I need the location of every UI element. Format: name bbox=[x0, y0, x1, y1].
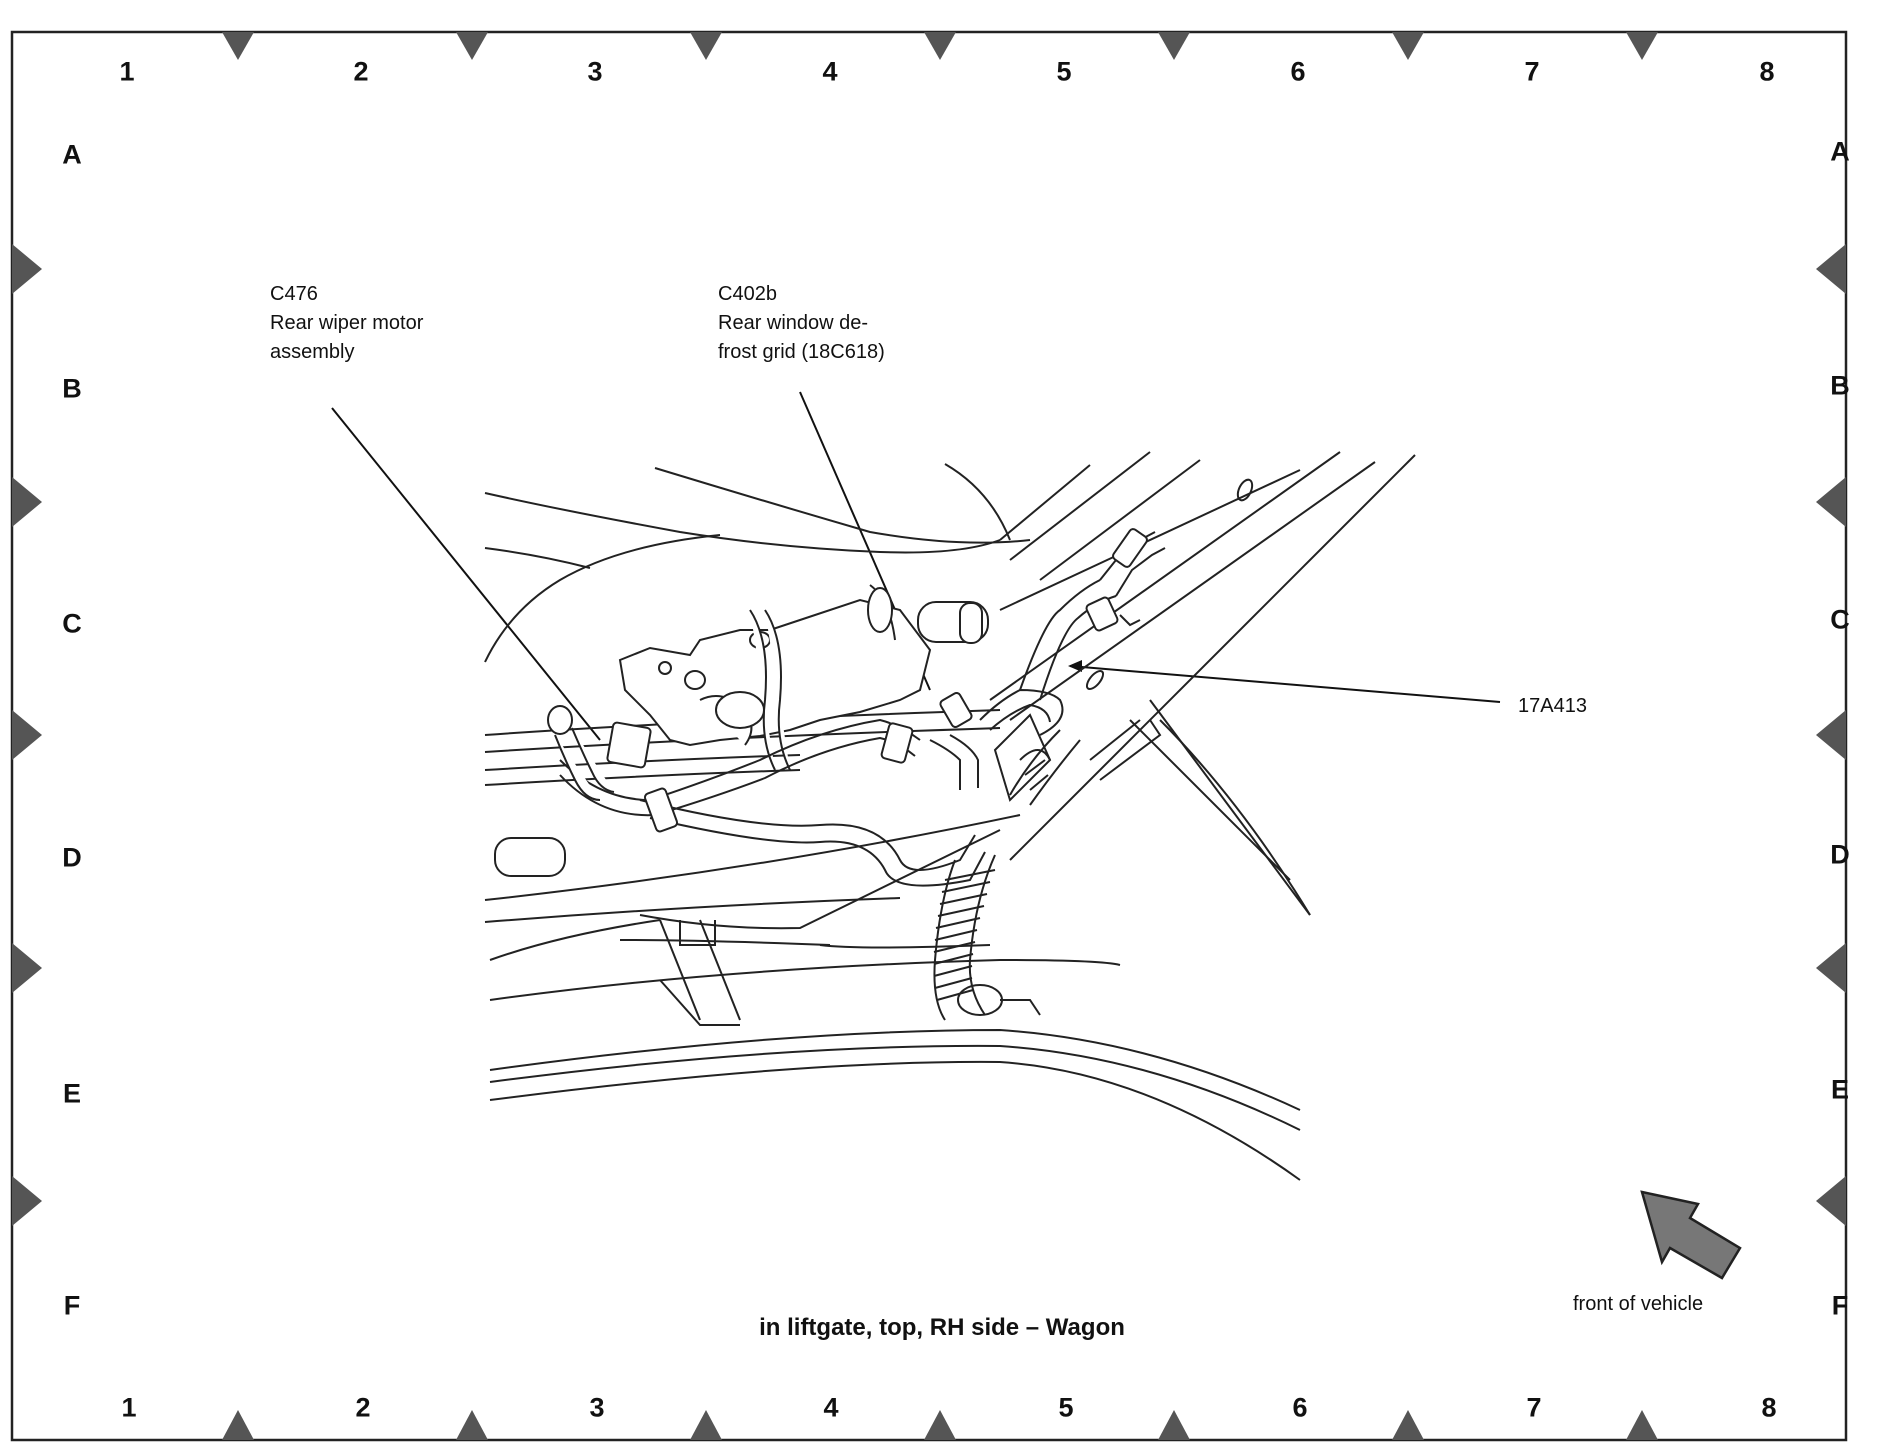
grid-markers bbox=[12, 32, 1846, 1440]
grid-row-label-right: E bbox=[1830, 1074, 1850, 1105]
grid-col-label-bottom: 2 bbox=[355, 1392, 371, 1423]
grid-col-label-bottom: 8 bbox=[1761, 1392, 1777, 1423]
wiper-motor bbox=[618, 584, 989, 771]
front-of-vehicle-arrow-icon bbox=[1640, 1190, 1742, 1280]
grid-col-label-bottom: 1 bbox=[121, 1392, 137, 1423]
grid-col-label-top: 6 bbox=[1290, 56, 1306, 87]
component-name-line2: assembly bbox=[270, 341, 355, 363]
grid-col-label-bottom: 7 bbox=[1526, 1392, 1542, 1423]
grid-col-label-top: 1 bbox=[119, 56, 135, 87]
callout-c402b: C402b Rear window de- frost grid (18C618… bbox=[718, 280, 885, 367]
grid-col-label-bottom: 4 bbox=[823, 1392, 839, 1423]
component-name-line2: frost grid (18C618) bbox=[718, 341, 885, 363]
harness-id: 17A413 bbox=[1518, 695, 1587, 717]
grid-row-label-right: A bbox=[1830, 136, 1850, 167]
grid-row-label-left: B bbox=[62, 373, 82, 404]
grid-col-label-top: 2 bbox=[353, 56, 369, 87]
front-of-vehicle-label: front of vehicle bbox=[1573, 1293, 1704, 1315]
component-name-line1: Rear wiper motor bbox=[270, 312, 424, 334]
sheet-frame bbox=[10, 30, 1848, 1442]
grid-row-label-right: B bbox=[1830, 370, 1850, 401]
grid-col-label-top: 3 bbox=[587, 56, 603, 87]
connector-id: C402b bbox=[718, 283, 777, 305]
component-name-line1: Rear window de- bbox=[718, 312, 869, 334]
connector-id: C476 bbox=[270, 283, 318, 305]
grid-col-label-top: 8 bbox=[1759, 56, 1775, 87]
grid-row-label-left: F bbox=[63, 1290, 81, 1321]
grid-row-label-right: C bbox=[1830, 604, 1850, 635]
grid-col-label-bottom: 5 bbox=[1058, 1392, 1074, 1423]
grid-col-label-bottom: 6 bbox=[1292, 1392, 1308, 1423]
connectors bbox=[547, 528, 1148, 833]
corrugated-conduit bbox=[933, 854, 1041, 1021]
callout-17a413: 17A413 bbox=[1518, 692, 1587, 721]
grid-col-label-top: 4 bbox=[822, 56, 838, 87]
grid-row-label-right: D bbox=[1830, 839, 1850, 870]
callout-c476: C476 Rear wiper motor assembly bbox=[270, 280, 423, 367]
grid-row-label-left: A bbox=[62, 139, 82, 170]
wiring-harness bbox=[559, 531, 1166, 887]
grid-col-label-top: 5 bbox=[1056, 56, 1072, 87]
grid-col-label-bottom: 3 bbox=[589, 1392, 605, 1423]
grid-col-label-top: 7 bbox=[1524, 56, 1540, 87]
grid-row-label-left: C bbox=[62, 608, 82, 639]
grid-row-label-left: E bbox=[62, 1078, 82, 1109]
body-structure bbox=[484, 451, 1416, 1181]
grid-row-label-right: F bbox=[1831, 1290, 1849, 1321]
grid-row-label-left: D bbox=[62, 842, 82, 873]
view-caption: in liftgate, top, RH side – Wagon bbox=[759, 1314, 1125, 1341]
